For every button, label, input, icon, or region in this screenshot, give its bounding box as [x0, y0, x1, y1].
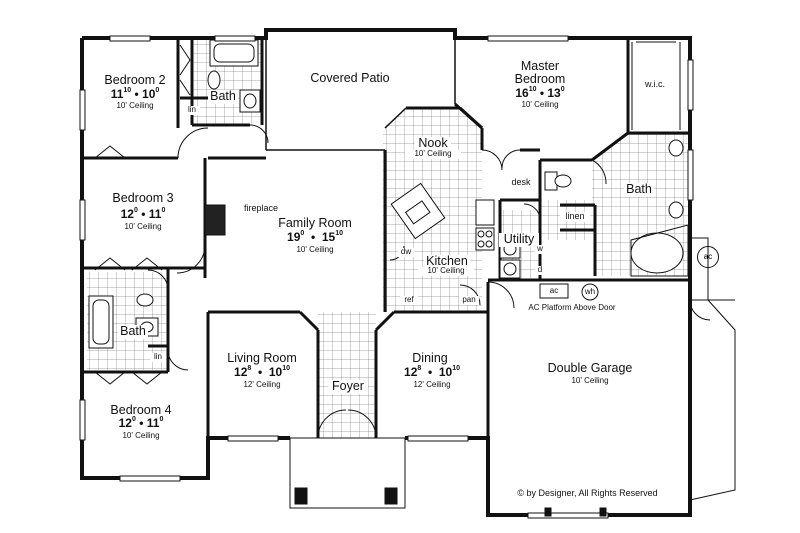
fireplace-box	[204, 204, 226, 236]
bedroom3-dim-b-sup: 0	[161, 207, 166, 214]
family-dim-b-sup: 10	[335, 230, 343, 237]
bedroom3-label: Bedroom 3	[112, 191, 174, 205]
bedroom3-dim-a-sup: 0	[133, 207, 138, 214]
desk-label: desk	[508, 177, 534, 188]
ac-outside: ac	[697, 246, 719, 268]
fixtures	[88, 39, 689, 349]
family-room-label: Family Room	[278, 216, 352, 230]
washer-label: w	[535, 244, 545, 254]
door-swings	[94, 44, 711, 439]
ac-unit-top	[539, 283, 569, 299]
fireplace-label: fireplace	[244, 203, 279, 213]
living-room-dims: 128 • 1010	[234, 365, 290, 379]
windows	[79, 35, 694, 519]
ac-outside-label: ac	[703, 252, 713, 261]
bedroom2-dim-a-sup: 10	[123, 87, 132, 94]
foyer-label: Foyer	[328, 379, 368, 394]
bedroom4-label: Bedroom 4	[110, 403, 172, 417]
living-dim-b-sup: 10	[282, 365, 290, 372]
bedroom2-dims: 1110 • 100	[110, 87, 160, 101]
nook-label: Nook	[415, 136, 451, 151]
interior-walls	[82, 38, 690, 478]
bedroom4-dim-b-sup: 0	[159, 416, 164, 423]
ref-label: ref	[400, 295, 418, 305]
covered-patio-label: Covered Patio	[310, 71, 390, 85]
bath-left-label: Bath	[118, 324, 148, 339]
master-tub	[630, 232, 684, 274]
bath-top-label: Bath	[208, 89, 238, 104]
water-heater-label: wh	[584, 287, 596, 296]
master-sink1	[668, 139, 684, 157]
living-room-label: Living Room	[227, 351, 297, 365]
bedroom3-dim-a: 12	[120, 207, 134, 221]
dryer-label: d	[535, 265, 545, 275]
garage-ceiling: 10' Ceiling	[571, 376, 609, 385]
lin-left-label: lin	[150, 352, 166, 362]
master-bath-label: Bath	[624, 182, 654, 197]
lin-top-label: lin	[184, 105, 200, 115]
master-dim-a: 16	[515, 86, 529, 100]
bedroom3-dim-b: 11	[148, 207, 162, 221]
bedroom3-dims: 120 • 110	[120, 207, 166, 221]
master-dims: 1610 • 130	[515, 86, 565, 100]
bedroom4-dim-b: 11	[146, 416, 160, 430]
master-dim-a-sup: 10	[528, 86, 537, 93]
family-room-dims: 190 • 1510	[287, 230, 343, 244]
living-dim-b: 10	[268, 365, 283, 379]
master-ceiling: 10' Ceiling	[521, 100, 559, 109]
living-dim-a: 12	[234, 365, 248, 379]
dining-dim-b-sup: 10	[452, 365, 460, 372]
dining-dim-a-sup: 8	[417, 365, 422, 372]
bedroom2-dim-b-sup: 0	[155, 87, 160, 94]
garage-side	[544, 237, 736, 517]
bedroom4-dim-a: 12	[118, 416, 132, 430]
nook-ceiling: 10' Ceiling	[405, 149, 461, 159]
bedroom2-dim-b: 10	[142, 87, 156, 101]
wic-shelving	[631, 41, 681, 130]
bedroom4-dims: 120 • 110	[118, 416, 164, 430]
patio-outline	[265, 38, 456, 151]
toilet-left	[136, 293, 154, 307]
entry-porch	[289, 437, 406, 509]
toilet-top	[207, 70, 221, 90]
kitchen-ceiling: 10' Ceiling	[418, 266, 474, 276]
ac-platform-note: AC Platform Above Door	[528, 303, 616, 312]
master-sink2	[668, 201, 684, 219]
bedroom4-dim-a-sup: 0	[131, 416, 136, 423]
family-dim-a-sup: 0	[300, 230, 305, 237]
bedroom2-label: Bedroom 2	[104, 73, 166, 87]
bedroom2-ceiling: 10' Ceiling	[116, 101, 154, 110]
linen-label: linen	[560, 211, 590, 222]
ac-platform-ac: ac	[549, 286, 559, 295]
bedroom2-dim-a: 11	[110, 87, 124, 101]
garage-label: Double Garage	[547, 361, 633, 375]
family-dim-b: 15	[321, 230, 336, 244]
pantry-label: pan	[459, 295, 479, 305]
dining-dim-a: 12	[404, 365, 418, 379]
master-label-1: Master	[520, 59, 560, 73]
dining-label: Dining	[412, 351, 448, 365]
living-room-ceiling: 12' Ceiling	[243, 380, 281, 389]
range	[475, 227, 495, 251]
utility-label: Utility	[499, 232, 539, 247]
master-dim-b-sup: 0	[560, 86, 565, 93]
dining-dims: 128 • 1010	[404, 365, 460, 379]
family-room-ceiling: 10' Ceiling	[296, 245, 334, 254]
dishwasher-label: dw	[398, 247, 414, 257]
bedroom4-ceiling: 10' Ceiling	[122, 431, 160, 440]
kitchen-label: Kitchen	[424, 254, 470, 269]
water-heater	[581, 283, 599, 301]
bedroom3-ceiling: 10' Ceiling	[124, 222, 162, 231]
dining-dim-b: 10	[438, 365, 453, 379]
foyer-tile	[318, 312, 376, 438]
family-dim-a: 19	[287, 230, 301, 244]
living-dim-a-sup: 8	[247, 365, 252, 372]
copyright-text: © by Designer, All Rights Reserved	[517, 488, 658, 498]
dining-ceiling: 12' Ceiling	[413, 380, 451, 389]
wic-label: w.i.c.	[640, 79, 670, 90]
master-dim-b: 13	[547, 86, 561, 100]
master-label-2: Bedroom	[514, 72, 566, 86]
